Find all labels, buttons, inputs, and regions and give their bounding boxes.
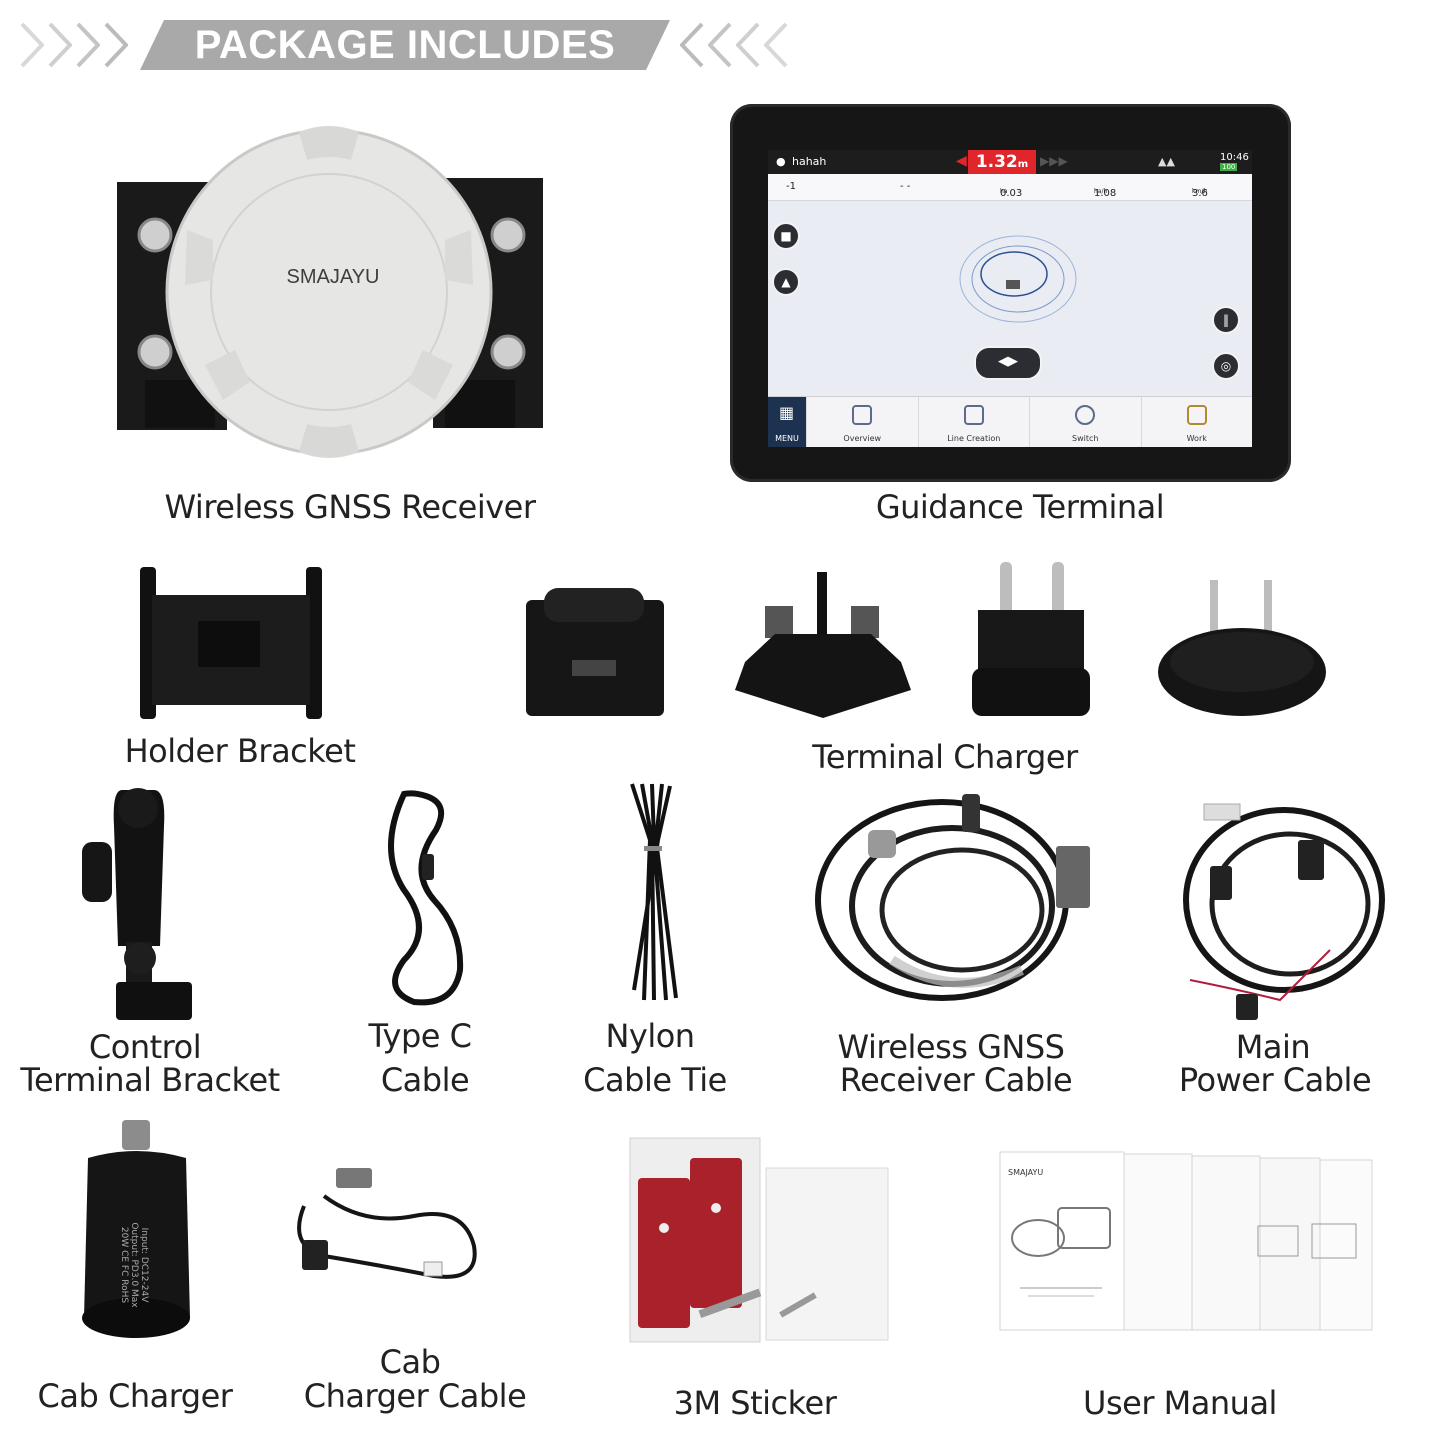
charger-body-image [524,586,666,718]
label-receiver-cable-line2: Receiver Cable [839,1061,1073,1099]
label-receiver-cable-line1: Wireless GNSS [837,1028,1065,1066]
label-manual: User Manual [1083,1384,1277,1422]
cab-charger-spec-text: Input: DC12-24V Output: PD3.0 Max 20W CE… [119,1222,149,1308]
tab-overview[interactable]: Overview [806,397,918,447]
cab-charger-image: Input: DC12-24V Output: PD3.0 Max 20W CE… [78,1118,196,1344]
line-creation-icon [963,405,984,425]
label-cab-charger: Cab Charger [37,1377,233,1415]
chevron-left-icon [735,22,760,68]
label-typec-line2: Cable [380,1061,470,1099]
info-bar: -1 - - 0.03 ha 1.08 ha/h 3.6 km/h [768,174,1252,201]
label-cab-cable-line1: Cab [379,1343,441,1381]
label-control-bracket-line1: Control [88,1028,202,1066]
line-value: -1 [786,181,796,192]
field-map [958,234,1078,324]
uk-plug-image [735,572,911,718]
deviation-unit: m [1017,159,1029,170]
typec-cable-image [374,790,466,1006]
label-main-power-line2: Power Cable [1178,1061,1372,1099]
chevron-left-icon [763,22,788,68]
page-title: PACKAGE INCLUDES [194,22,616,67]
chevron-right-icon [104,22,129,68]
tab-menu[interactable]: ▦ MENU [768,397,806,447]
tab-line-creation[interactable]: Line Creation [917,397,1030,447]
switch-icon [1075,405,1096,425]
guidance-terminal: ● hahah 1.32m ◀ ▶▶▶ ▲▲ 10:46 100 -1 - - … [730,104,1291,482]
label-control-bracket-line2: Terminal Bracket [20,1061,280,1099]
location-pin-icon: ● [776,155,786,168]
chevron-left-icon [707,22,732,68]
align-button[interactable]: ‖ [1212,306,1240,334]
bottom-tab-bar: ▦ MENU Overview Line Creation Switch Wor… [768,396,1252,447]
receiver-cable-image [812,790,1094,1008]
gnss-receiver-image: SMAJAYU [115,120,545,460]
receiver-brand-text: SMAJAYU [286,266,380,288]
label-receiver: Wireless GNSS Receiver [164,488,536,526]
cable-tie-image [622,780,684,1002]
tab-work[interactable]: Work [1140,397,1253,447]
terminal-screen: ● hahah 1.32m ◀ ▶▶▶ ▲▲ 10:46 100 -1 - - … [768,150,1252,447]
label-sticker: 3M Sticker [673,1384,837,1422]
manual-brand-text: SMAJAYU [1008,1168,1044,1177]
arrow-left-icon: ◀ [956,153,967,169]
us-plug-image [1156,580,1328,718]
camera-button[interactable]: ■ [772,222,800,250]
main-power-cable-image [1180,800,1386,1022]
label-tie-line2: Cable Tie [583,1061,727,1099]
field-value: - - [900,181,911,192]
label-terminal: Guidance Terminal [875,488,1165,526]
label-holder-bracket: Holder Bracket [124,732,356,770]
eu-plug-image [970,560,1092,718]
signal-icon: ▲▲ [1158,155,1175,168]
shift-line-button[interactable]: ◀▶ [974,346,1042,380]
label-terminal-charger: Terminal Charger [812,738,1078,776]
grid-icon: ▦ [779,403,795,422]
chevron-left-icon [679,22,704,68]
sticker-pack-image [628,1132,890,1344]
chevron-right-icon [48,22,73,68]
deviation-indicator: 1.32m [968,150,1036,174]
control-bracket-image [82,786,192,1022]
user-manual-image: SMAJAYU [998,1150,1374,1334]
chevron-right-icon [76,22,101,68]
package-title-banner: PACKAGE INCLUDES [140,20,670,70]
holder-bracket-image [138,563,324,723]
deviation-value: 1.32 [975,152,1018,172]
label-cab-cable-line2: Charger Cable [303,1377,527,1415]
overview-icon [852,405,873,425]
status-bar: ● hahah 1.32m ◀ ▶▶▶ ▲▲ 10:46 100 [768,150,1252,174]
clock: 10:46 [1220,152,1249,163]
label-tie-line1: Nylon [605,1017,695,1055]
cab-charger-cable-image [284,1166,484,1306]
navigate-button[interactable]: ▲ [772,268,800,296]
chevron-right-icon [20,22,45,68]
tractor-icon [1186,405,1207,425]
tab-switch[interactable]: Switch [1029,397,1141,447]
location-name: hahah [792,155,827,168]
arrow-right-icon: ▶▶▶ [1040,154,1068,168]
label-main-power-line1: Main [1235,1028,1311,1066]
center-view-button[interactable]: ◎ [1212,352,1240,380]
battery-level: 100 [1220,163,1238,171]
label-typec-line1: Type C [368,1017,472,1055]
